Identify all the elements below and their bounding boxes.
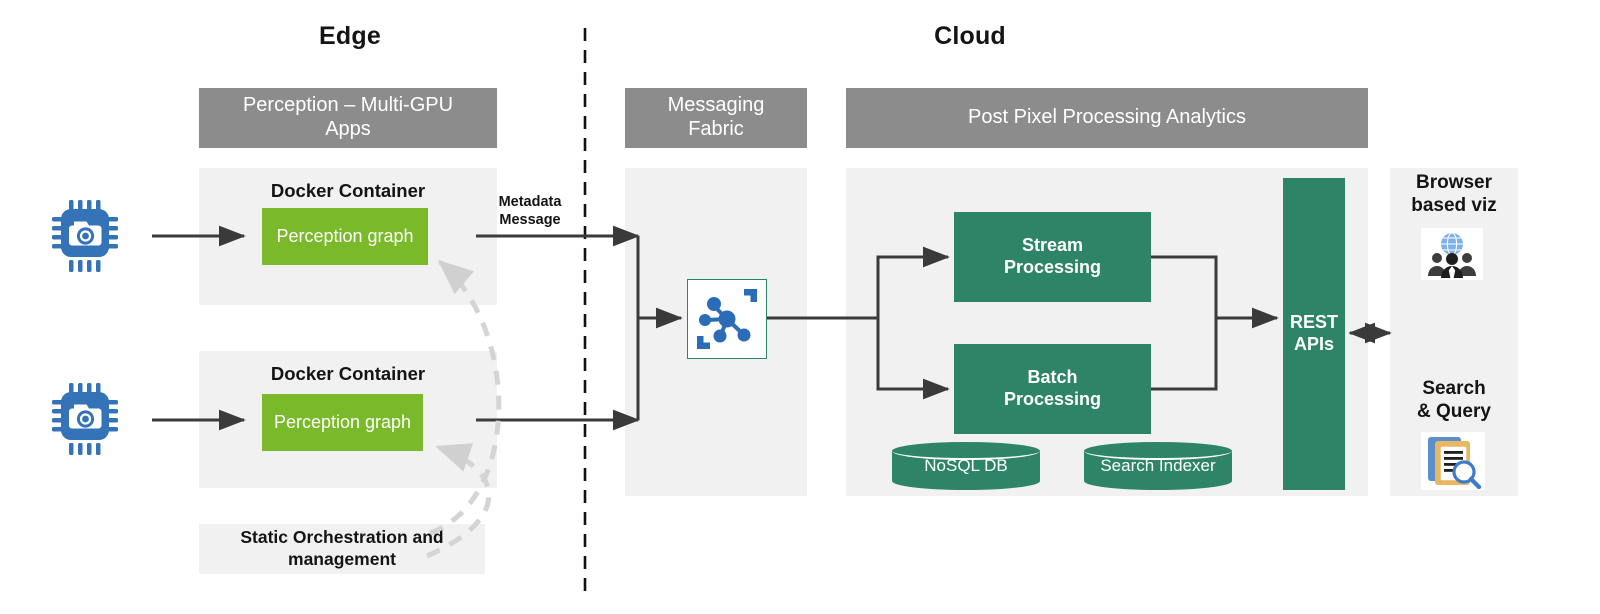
cloud-zone-title: Cloud — [934, 22, 1006, 50]
search-query-title: Search& Query — [1417, 378, 1491, 422]
nosql-db-cylinder[interactable]: NoSQL DB — [892, 442, 1040, 490]
message-broker-network-icon — [687, 279, 767, 359]
edge-zone-title: Edge — [319, 22, 381, 50]
smart-camera-chip-icon-1 — [48, 196, 128, 276]
nosql-db-label: NoSQL DB — [924, 456, 1008, 475]
document-search-icon — [1421, 432, 1485, 490]
smart-camera-chip-icon-2 — [48, 379, 128, 459]
docker-container-caption-1: Docker Container — [270, 180, 426, 201]
perception-graph-box-2[interactable]: Perception graph — [262, 394, 423, 451]
analytics-header-bar: Post Pixel Processing Analytics — [846, 88, 1368, 148]
search-indexer-label: Search Indexer — [1100, 456, 1216, 475]
docker-container-caption-2: Docker Container — [270, 363, 426, 384]
perception-graph-box-1[interactable]: Perception graph — [262, 208, 428, 265]
search-indexer-cylinder[interactable]: Search Indexer — [1084, 442, 1232, 490]
globe-users-icon — [1421, 228, 1483, 280]
